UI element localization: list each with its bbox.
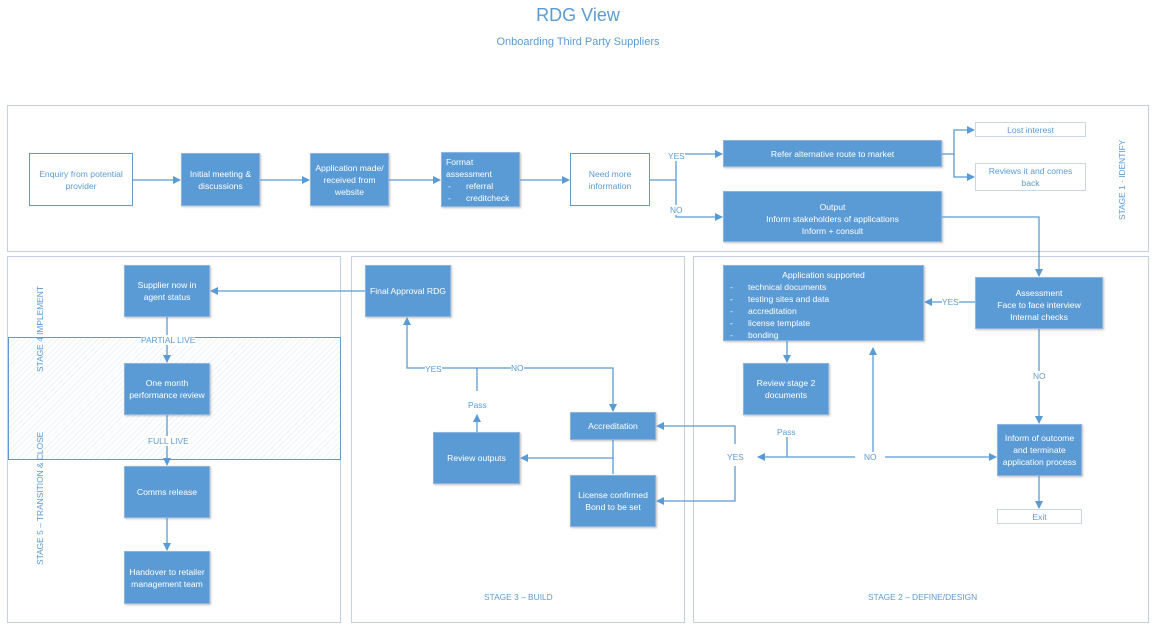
supported-item-accreditation: accreditation [728,305,919,317]
label-pass-stage2: Pass [777,427,796,437]
diagram-subtitle: Onboarding Third Party Suppliers [496,36,660,48]
label-no-top: NO [670,205,683,215]
label-full-live: FULL LIVE [148,436,189,446]
handover-node: Handover to retailer management team [124,551,210,604]
exit-node: Exit [997,509,1082,524]
arrow-decision-yes [403,317,478,391]
lost-interest-node: Lost interest [975,122,1086,137]
inform-outcome-node: Inform of outcome and terminate applicat… [997,424,1082,476]
label-yes-build: YES [425,364,442,374]
arrow-refer-reviews [953,154,975,181]
final-approval-node: Final Approval RDG [365,265,451,317]
stage2-label: STAGE 2 – DEFINE/DESIGN [868,592,978,602]
format-assessment-node: Format assessment referral creditcheck [441,152,520,207]
arrow-yes-accreditation [656,422,736,444]
label-yes-top: YES [668,151,685,161]
output-node: Output Inform stakeholders of applicatio… [723,191,942,242]
arrow-needinfo-yes [650,150,723,181]
supported-item-bonding: bonding [728,329,919,341]
label-no-build: NO [511,363,524,373]
application-supported-node: Application supported technical document… [723,265,924,341]
reviews-comes-back-node: Reviews it and comes back [975,163,1086,191]
refer-alternative-node: Refer alternative route to market [723,140,942,167]
initial-meeting-node: Initial meeting & discussions [181,153,260,206]
arrow-yes-license [656,466,736,505]
enquiry-node: Enquiry from potential provider [29,153,133,206]
stage3-label: STAGE 3 – BUILD [484,592,553,602]
label-yes-assessment: YES [942,297,959,307]
diagram-title: RDG View [536,5,620,25]
label-no-assessment: NO [1033,371,1046,381]
supported-item-license: license template [728,317,919,329]
arrow-decision-no [477,367,617,412]
review-outputs-node: Review outputs [433,432,520,484]
license-confirmed-node: License confirmed Bond to be set [570,475,656,527]
review-stage2-node: Review stage 2 documents [743,363,829,415]
supported-item-technical: technical documents [728,281,919,293]
one-month-review-node: One month performance review [124,363,210,415]
comms-release-node: Comms release [124,466,210,518]
format-item-creditcheck: creditcheck [446,192,515,204]
label-no-stage2: NO [864,452,877,462]
supported-item-testing: testing sites and data [728,293,919,305]
arrow-output-assessment [942,216,1043,277]
supplier-agent-node: Supplier now in agent status [124,265,210,317]
assessment-node: Assessment Face to face interview Intern… [975,277,1103,329]
format-item-referral: referral [446,180,515,192]
need-more-info-node: Need more information [570,153,650,206]
label-pass-build: Pass [468,400,487,410]
application-made-node: Application made/ received from website [310,153,389,206]
arrow-needinfo-no [675,180,723,221]
arrow-refer-lost [942,126,975,155]
label-yes-stage2: YES [727,452,744,462]
accreditation-node: Accreditation [570,412,656,440]
label-partial-live: PARTIAL LIVE [141,335,196,345]
